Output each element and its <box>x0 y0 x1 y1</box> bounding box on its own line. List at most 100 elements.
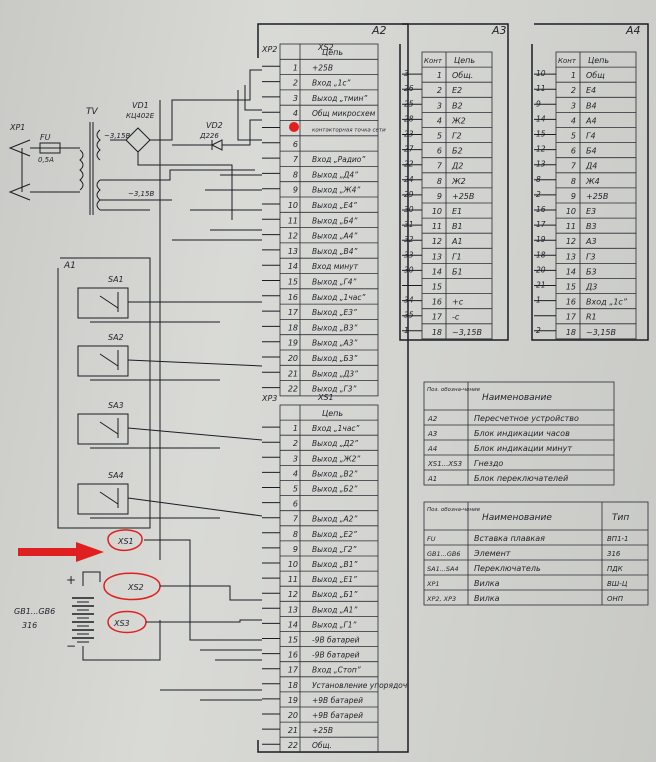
legend2-type: ВШ-Ц <box>607 580 628 588</box>
legend1-designation: А2 <box>427 415 438 423</box>
tv-primary-coil <box>79 149 84 191</box>
a3-pin-number: 9 <box>437 192 442 201</box>
a4-pin-chain: Б3 <box>586 267 597 276</box>
a4-table <box>555 51 637 340</box>
a1-outline <box>57 257 151 529</box>
a3-pin-chain: В2 <box>452 101 463 110</box>
xp3-pin-number: 13 <box>288 605 298 614</box>
xp3-pin-number: 11 <box>288 575 298 584</box>
switch-frame <box>77 483 129 515</box>
xp2-pin-chain: Выход „1час” <box>312 293 365 302</box>
xp3-table <box>279 404 379 753</box>
legend1-name: Пересчетное устройство <box>474 414 579 423</box>
a2-outline <box>257 23 409 753</box>
a4-pin-chain: В4 <box>586 101 597 110</box>
a3-pin-number: 3 <box>437 101 442 110</box>
a3-pin-chain: +с <box>452 298 464 307</box>
a4-pin-chain: Б4 <box>586 147 597 156</box>
xp2-pin-chain: Выход „В3” <box>312 323 357 332</box>
vd1-label: VD1 <box>132 101 149 110</box>
switch-contact <box>99 491 119 505</box>
legend2-name: Переключатель <box>474 564 541 573</box>
xp3-pin-chain: Выход „А1” <box>312 605 357 614</box>
legend2-designation: SA1...SA4 <box>427 565 459 573</box>
a4-pin-number: 1 <box>571 71 576 80</box>
xp2-pin-number: 1 <box>293 63 298 72</box>
a4-pin-chain: Е3 <box>586 207 596 216</box>
xs3-label: XS3 <box>113 619 130 628</box>
a4-pin-chain: Д3 <box>585 283 597 292</box>
xp2-pin-number: 7 <box>293 155 299 164</box>
xp3-pin-chain: Выход „В2” <box>312 469 357 478</box>
xp3-pin-chain: +25В <box>312 726 333 735</box>
xp2-pin-chain: Выход „Д3” <box>312 369 358 378</box>
xp2-pin-number: 11 <box>288 216 298 225</box>
xp3-pin-chain: -9В батарей <box>312 636 360 645</box>
xp3-pin-number: 20 <box>288 711 298 720</box>
a4-pin-number: 7 <box>571 162 577 171</box>
legend2-header-designation: Поз. обозна-чение <box>427 507 481 513</box>
xp3-pin-number: 15 <box>288 636 298 645</box>
a3-pin-chain: Б1 <box>452 267 463 276</box>
legend2-type: ПДК <box>607 565 624 573</box>
xp2-pin-number: 18 <box>288 323 298 332</box>
xs1-label: XS1 <box>117 537 134 546</box>
xp2-table <box>279 43 379 397</box>
xp3-pin-number: 19 <box>288 696 298 705</box>
vd1-minus-wire <box>137 152 233 220</box>
xp3-pin-chain: Выход „Г2” <box>312 545 356 554</box>
a3-pin-number: 11 <box>432 222 442 231</box>
xp3-pin-number: 10 <box>288 560 298 569</box>
a4-pin-chain: А4 <box>585 116 597 125</box>
tv-label: TV <box>86 107 98 117</box>
xp2-pin-number: 4 <box>293 109 298 118</box>
switch-frame <box>77 413 129 445</box>
a3-pin-number: 13 <box>432 252 442 261</box>
a4-pin-number: 5 <box>571 132 576 141</box>
xp2-pin-chain: Вход минут <box>312 262 359 271</box>
legend2-designation: FU <box>427 535 436 543</box>
a4-pin-chain: Общ <box>586 71 605 80</box>
a3-pin-number: 8 <box>437 177 442 186</box>
xp2-pin-number: 15 <box>288 278 298 287</box>
legend2-type: ВП1-1 <box>607 535 629 543</box>
xp1-plug-2 <box>8 183 31 201</box>
tv-secondary-coil-2 <box>96 179 101 211</box>
xp2-pin-chain: Выход „Б3” <box>312 354 357 363</box>
switch-out-wire <box>127 427 263 441</box>
switch-contact <box>99 353 119 367</box>
xp2-pin-number: 3 <box>293 94 298 103</box>
gb-label: GB1...GB6 <box>14 607 55 616</box>
fuse <box>39 142 61 154</box>
a4-pin-number: 10 <box>566 207 576 216</box>
xp3-pin-chain: Выход „Е2” <box>312 530 357 539</box>
switch-label-2: SA2 <box>108 333 124 342</box>
xp3-pin-chain: Вход „1час” <box>312 424 360 433</box>
xp2-pin-chain: Выход „тмин” <box>312 94 367 103</box>
a4-outline <box>531 23 649 341</box>
a1-label: А1 <box>63 261 76 271</box>
legend2-name: Элемент <box>473 549 511 558</box>
switch-contact <box>99 295 119 309</box>
a3-pin-number: 10 <box>432 207 442 216</box>
vd1-out-wire <box>150 69 262 141</box>
xp3-pin-number: 4 <box>293 469 298 478</box>
a3-pin-number: 2 <box>437 86 442 95</box>
xp2-pin-chain: Выход „Ж4” <box>312 186 360 195</box>
a3-table <box>421 51 493 340</box>
xp3-pin-chain: Выход „Б1” <box>312 590 357 599</box>
a3-pin-number: 15 <box>432 283 442 292</box>
legend2-table <box>423 501 649 606</box>
xp2-pin-number: 2 <box>293 79 298 88</box>
switch-label-4: SA4 <box>108 471 124 480</box>
xp2-pin-chain: Выход „Б4” <box>312 216 357 225</box>
xp2-pin-chain: Выход „А3” <box>312 339 357 348</box>
a4-pin-chain: ~3,15В <box>586 328 616 337</box>
a3-pin-chain: Ж2 <box>451 116 466 125</box>
a3-label: A3 <box>491 24 507 37</box>
a4-pin-number: 15 <box>566 283 576 292</box>
a4-header-chain: Цепь <box>588 56 609 65</box>
vd2-type: Д226 <box>199 132 219 140</box>
a3-pin-chain: А1 <box>451 237 463 246</box>
